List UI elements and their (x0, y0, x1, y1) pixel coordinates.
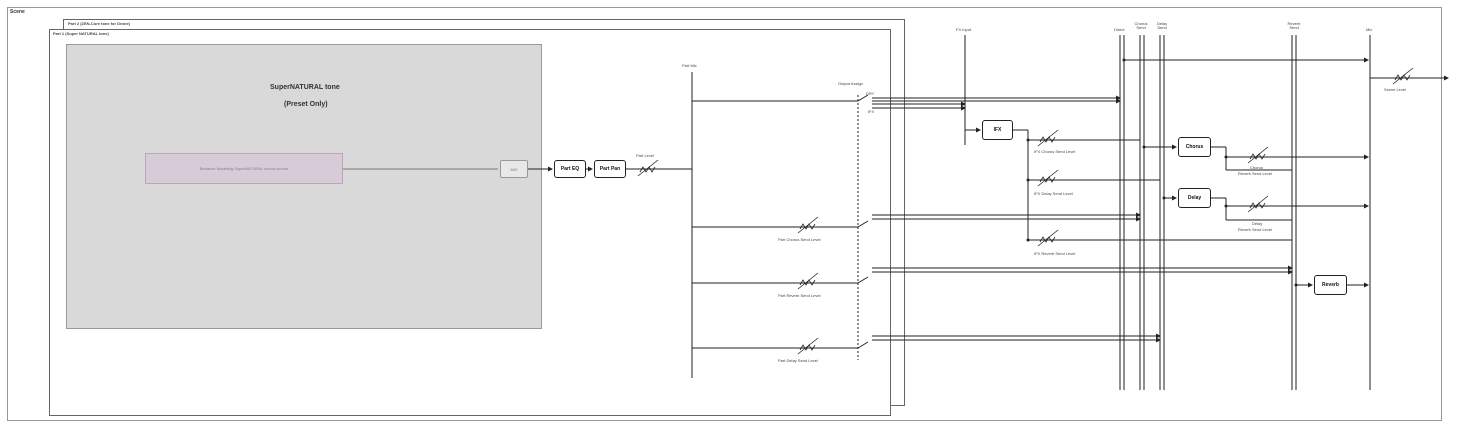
output-assign-label: Output Assign (838, 81, 863, 86)
chorus-send-top-label: Chorus Send (1134, 21, 1148, 30)
reverb-block-label: Reverb (1322, 282, 1339, 288)
ifx-reverb-send-label: IFX Reverb Send Level (1034, 251, 1076, 256)
ifx-delay-send-label: IFX Delay Send Level (1034, 191, 1073, 196)
reverb-send-top-label: Reverb Send (1287, 21, 1301, 30)
part2-label: Part 2 (ZEN-Core tone for Drone) (68, 21, 131, 26)
supernatural-title: SuperNATURAL tone (270, 84, 340, 91)
part-level-label: Part Level (636, 153, 655, 158)
part-eq-block: Part EQ (554, 160, 586, 178)
sound-source-box: Behavior Modeling SuperNATURAL sound sou… (145, 153, 343, 184)
part-pan-label: Part Pan (599, 166, 621, 172)
chorus-block-label: Chorus (1185, 144, 1204, 150)
part-pan-block: Part Pan (594, 160, 626, 178)
chorus-reverb-send-label-1: Chorus (1250, 165, 1263, 170)
delay-block-label: Delay (1187, 195, 1202, 201)
mix-top-label: Mix (1366, 27, 1373, 32)
part-mix-label: Part Mix (682, 63, 697, 68)
scene-level-label: Scene Level (1384, 87, 1407, 92)
direct-label: Direct (1114, 27, 1125, 32)
fx-input-label: FX Input (956, 27, 972, 32)
sound-source-label: Behavior Modeling SuperNATURAL sound sou… (199, 166, 289, 171)
delay-reverb-send-label-1: Delay (1252, 221, 1263, 226)
chorus-block: Chorus (1178, 137, 1211, 157)
part-reverb-send-label: Part Reverb Send Level (778, 293, 821, 298)
part1-label: Part 1 (Super NATURAL tone) (53, 31, 109, 36)
mix-label: MIX (510, 166, 518, 172)
ifx-block: IFX (982, 120, 1013, 140)
ifx-block-label: IFX (993, 127, 1002, 133)
part-eq-label: Part EQ (560, 166, 580, 172)
part-chorus-send-label: Part Chorus Send Level (778, 237, 821, 242)
ifx-switch-label: IFX (868, 109, 875, 114)
delay-send-top-label: Delay Send (1156, 21, 1168, 30)
mix-box: MIX (500, 160, 528, 178)
scene-label: Scene (10, 9, 25, 15)
supernatural-panel (66, 44, 542, 329)
reverb-block: Reverb (1314, 275, 1347, 295)
part-delay-send-label: Part Delay Send Level (778, 358, 818, 363)
chorus-reverb-send-label-2: Reverb Send Level (1238, 171, 1273, 176)
supernatural-subtitle: (Preset Only) (284, 101, 328, 108)
dry-label: DRY (866, 91, 875, 96)
delay-block: Delay (1178, 188, 1211, 208)
delay-reverb-send-label-2: Reverb Send Level (1238, 227, 1273, 232)
ifx-chorus-send-label: IFX Chorus Send Level (1034, 149, 1076, 154)
